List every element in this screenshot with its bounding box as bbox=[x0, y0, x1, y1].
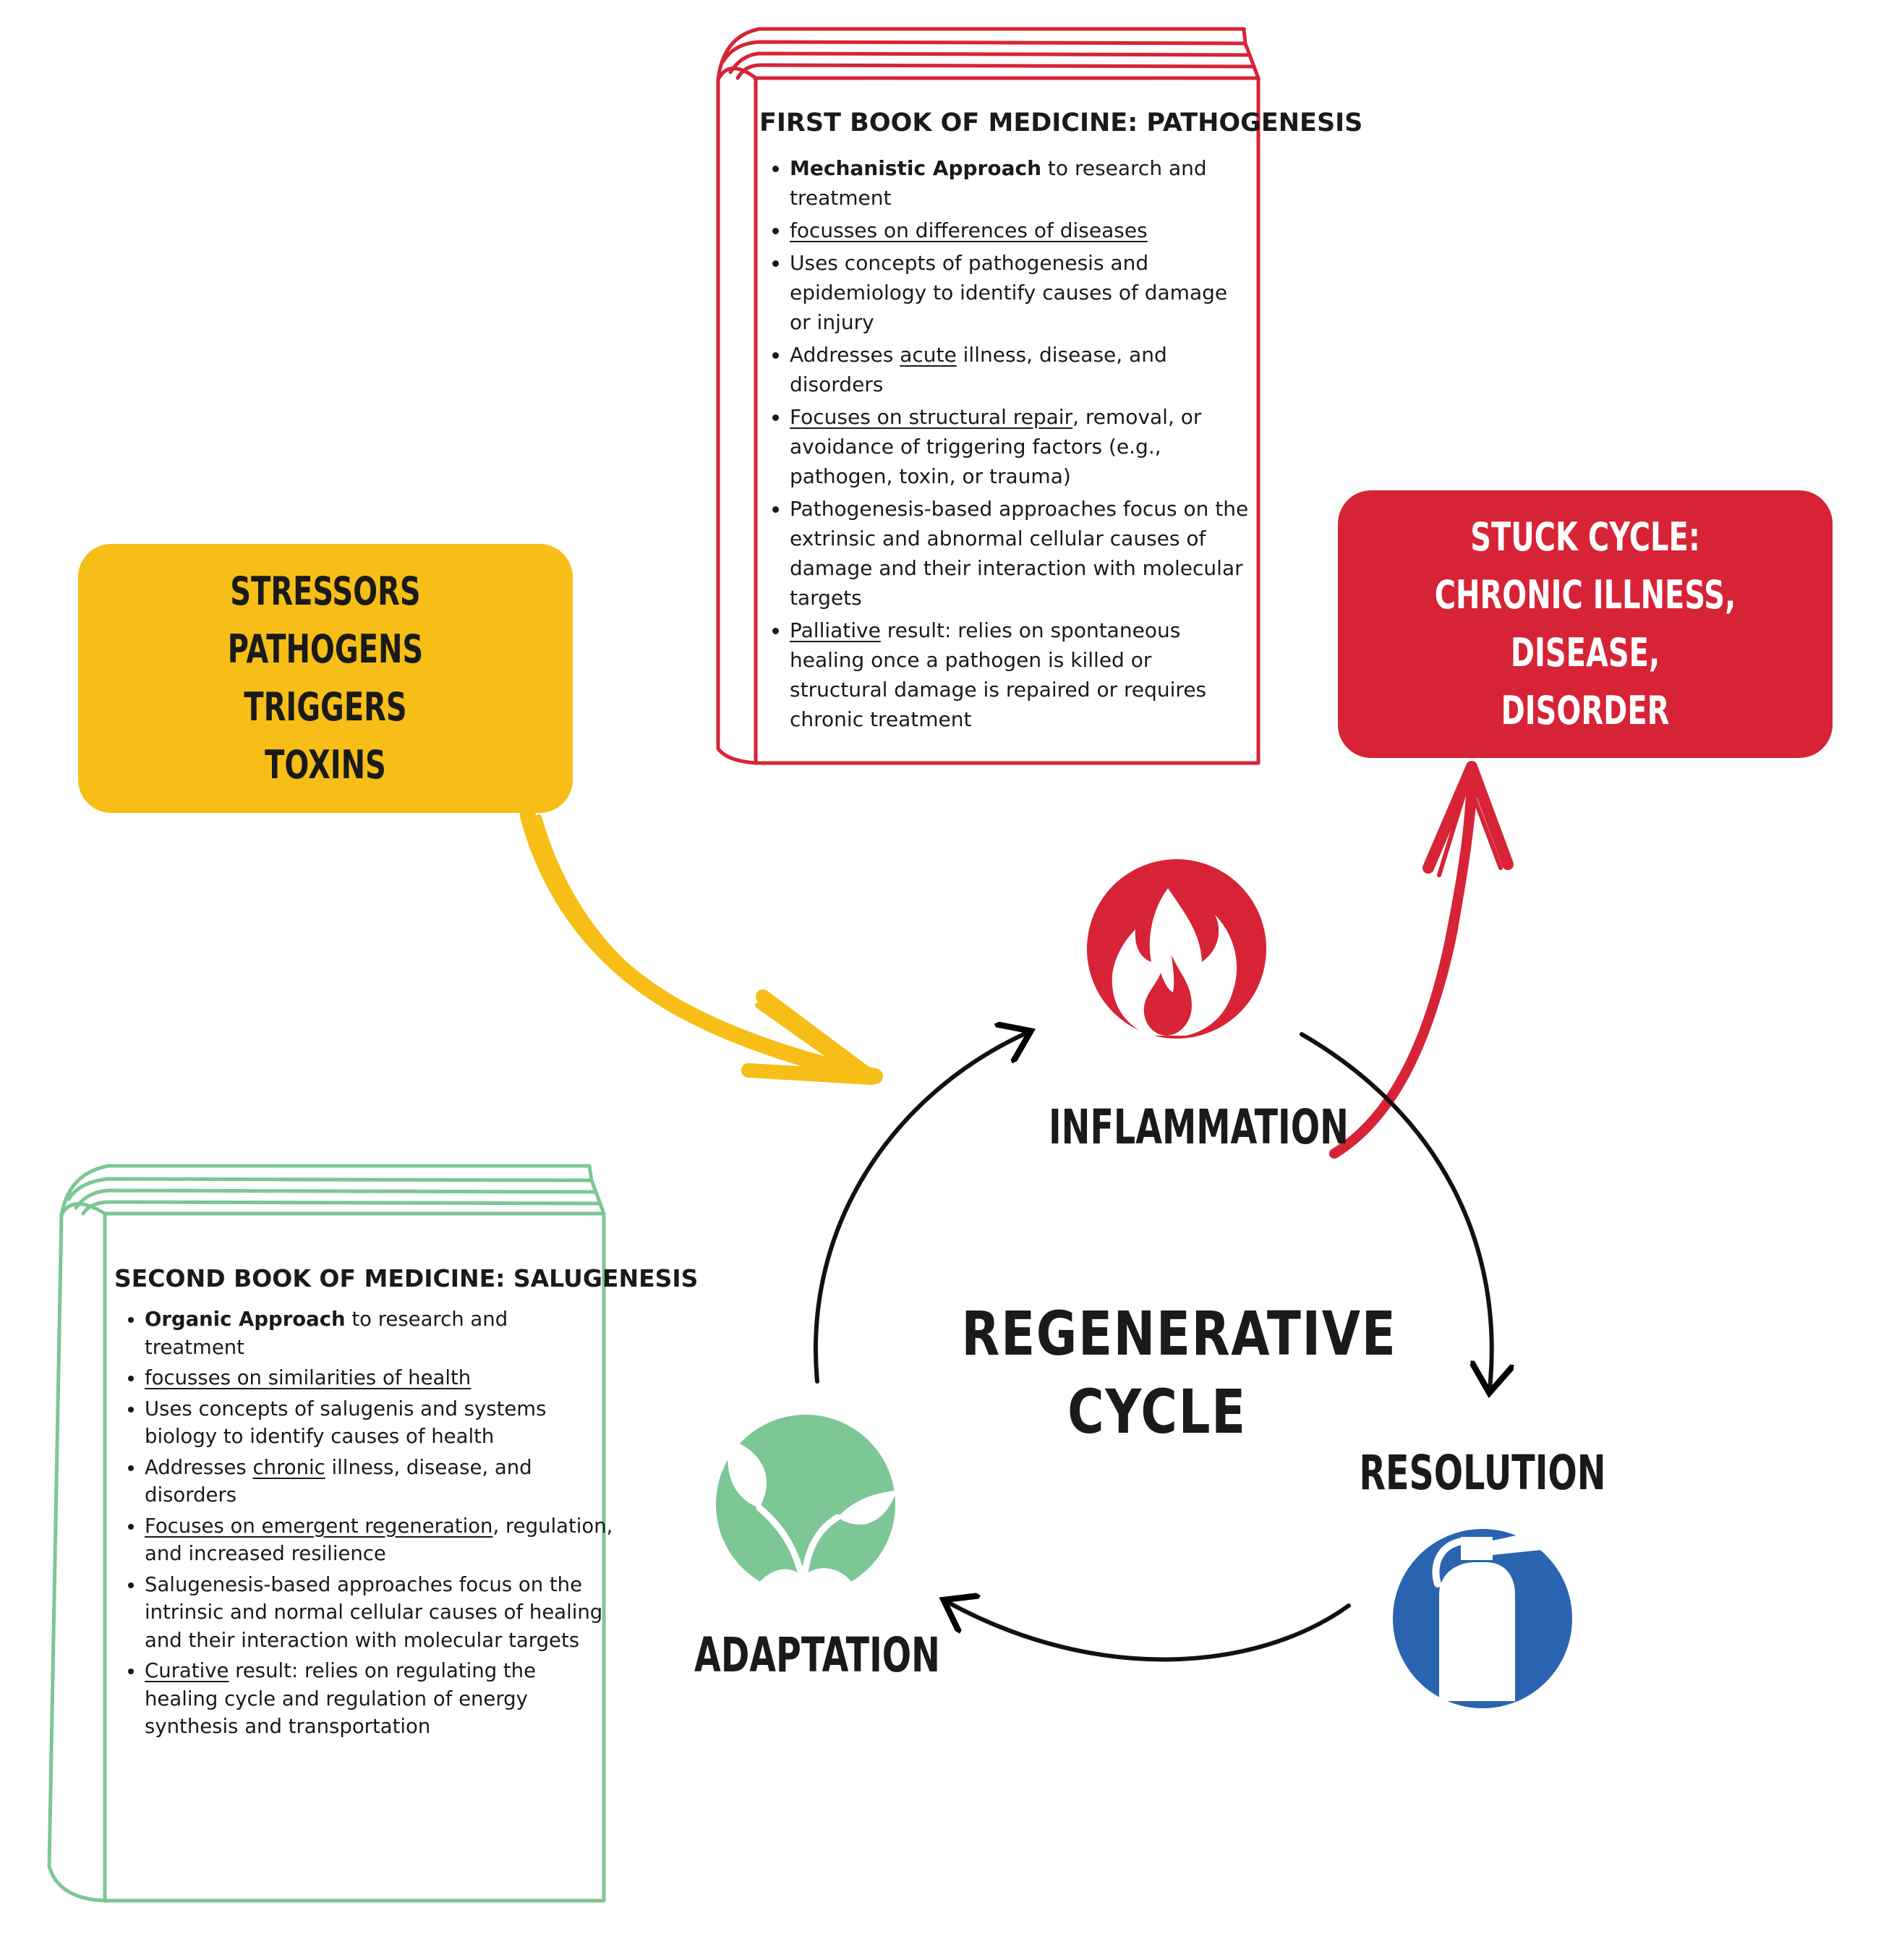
list-item: Focuses on structural repair, removal, o… bbox=[790, 402, 1251, 491]
item-text: Uses concepts of salugenis and systems b… bbox=[145, 1397, 547, 1449]
list-item: focusses on similarities of health bbox=[145, 1364, 613, 1392]
item-text: to research and treatment bbox=[145, 1308, 508, 1359]
list-item: Uses concepts of pathogenesis and epidem… bbox=[790, 248, 1251, 337]
item-underlined-text: Curative bbox=[145, 1659, 229, 1682]
stressors-line: TOXINS bbox=[265, 742, 386, 788]
regenerative-cycle-label: REGENERATIVE CYCLE bbox=[961, 1295, 1397, 1451]
book-salugenesis-title: SECOND BOOK OF MEDICINE: SALUGENESIS bbox=[114, 1264, 699, 1292]
stuck-cycle-line: DISORDER bbox=[1501, 688, 1670, 733]
list-item: Addresses acute illness, disease, and di… bbox=[790, 340, 1251, 399]
book-pathogenesis-title: FIRST BOOK OF MEDICINE: PATHOGENESIS bbox=[759, 108, 1363, 137]
fire-extinguisher-icon bbox=[1393, 1527, 1572, 1708]
list-item: Mechanistic Approach to research and tre… bbox=[790, 153, 1251, 213]
item-text: to research and treatment bbox=[790, 156, 1207, 210]
item-underlined-text: Palliative bbox=[790, 618, 881, 642]
book-pathogenesis: FIRST BOOK OF MEDICINE: PATHOGENESIS Mec… bbox=[759, 108, 1363, 737]
item-text: illness, disease, and disorders bbox=[145, 1455, 532, 1507]
book-salugenesis: SECOND BOOK OF MEDICINE: SALUGENESIS Org… bbox=[114, 1264, 699, 1744]
center-title-line: REGENERATIVE bbox=[961, 1298, 1397, 1369]
book-salugenesis-list: Organic Approach to research and treatme… bbox=[114, 1305, 613, 1741]
stressors-text: STRESSORS PATHOGENS TRIGGERS TOXINS bbox=[142, 544, 508, 813]
fire-icon bbox=[1087, 859, 1266, 1039]
list-item: Addresses chronic illness, disease, and … bbox=[145, 1454, 613, 1509]
stressors-line: STRESSORS bbox=[230, 568, 421, 614]
list-item: focusses on differences of diseases bbox=[790, 216, 1251, 245]
item-bold-text: Mechanistic Approach bbox=[790, 156, 1042, 180]
book-pathogenesis-outline bbox=[716, 27, 1260, 765]
item-bold-text: Organic Approach bbox=[145, 1308, 346, 1331]
stuck-cycle-line: CHRONIC ILLNESS, DISEASE, bbox=[1434, 572, 1736, 676]
list-item: Uses concepts of salugenis and systems b… bbox=[145, 1395, 613, 1451]
list-item: Curative result: relies on regulating th… bbox=[145, 1657, 613, 1741]
list-item: Pathogenesis-based approaches focus on t… bbox=[790, 494, 1251, 613]
resolution-label: RESOLUTION bbox=[1359, 1445, 1606, 1501]
list-item: Salugenesis-based approaches focus on th… bbox=[145, 1571, 613, 1655]
stuck-arrow bbox=[1329, 761, 1514, 1159]
stuck-cycle-line: STUCK CYCLE: bbox=[1470, 514, 1700, 560]
item-text: Addresses bbox=[145, 1455, 253, 1479]
item-underlined-text: focusses on differences of diseases bbox=[790, 218, 1148, 242]
item-text: Pathogenesis-based approaches focus on t… bbox=[790, 497, 1249, 610]
item-text: result: relies on regulating the healing… bbox=[145, 1659, 537, 1738]
book-salugenesis-outline bbox=[47, 1164, 606, 1903]
item-text: Uses concepts of pathogenesis and epidem… bbox=[790, 251, 1228, 334]
list-item: Palliative result: relies on spontaneous… bbox=[790, 615, 1251, 734]
list-item: Focuses on emergent regeneration, regula… bbox=[145, 1512, 613, 1568]
inflammation-label: INFLAMMATION bbox=[1049, 1099, 1349, 1155]
stressors-line: PATHOGENS bbox=[227, 626, 424, 672]
item-text: illness, disease, and disorders bbox=[790, 343, 1167, 396]
book-pathogenesis-list: Mechanistic Approach to research and tre… bbox=[759, 153, 1251, 734]
center-title-line: CYCLE bbox=[1067, 1376, 1247, 1447]
stuck-cycle-text: STUCK CYCLE: CHRONIC ILLNESS, DISEASE, D… bbox=[1402, 490, 1768, 758]
adaptation-label: ADAPTATION bbox=[694, 1627, 940, 1683]
sprout-leaves-icon bbox=[712, 1415, 900, 1602]
item-text: , regulation, and increased resilience bbox=[145, 1514, 613, 1566]
cycle-arrows bbox=[814, 1033, 1492, 1662]
item-underlined-text: acute bbox=[900, 343, 957, 367]
item-underlined-text: focusses on similarities of health bbox=[145, 1366, 472, 1389]
item-underlined-text: chronic bbox=[252, 1455, 325, 1479]
stressor-arrow bbox=[520, 808, 883, 1085]
stressors-box: STRESSORS PATHOGENS TRIGGERS TOXINS bbox=[78, 544, 573, 813]
item-underlined-text: Focuses on structural repair bbox=[790, 405, 1073, 429]
item-text: , removal, or avoidance of triggering fa… bbox=[790, 405, 1202, 488]
list-item: Organic Approach to research and treatme… bbox=[145, 1305, 613, 1361]
item-underlined-text: Focuses on emergent regeneration bbox=[145, 1514, 493, 1538]
stressors-line: TRIGGERS bbox=[244, 684, 407, 730]
stuck-cycle-box: STUCK CYCLE: CHRONIC ILLNESS, DISEASE, D… bbox=[1338, 490, 1833, 758]
item-text: Addresses bbox=[790, 343, 900, 367]
item-text: result: relies on spontaneous healing on… bbox=[790, 618, 1207, 731]
item-text: Salugenesis-based approaches focus on th… bbox=[145, 1572, 603, 1652]
